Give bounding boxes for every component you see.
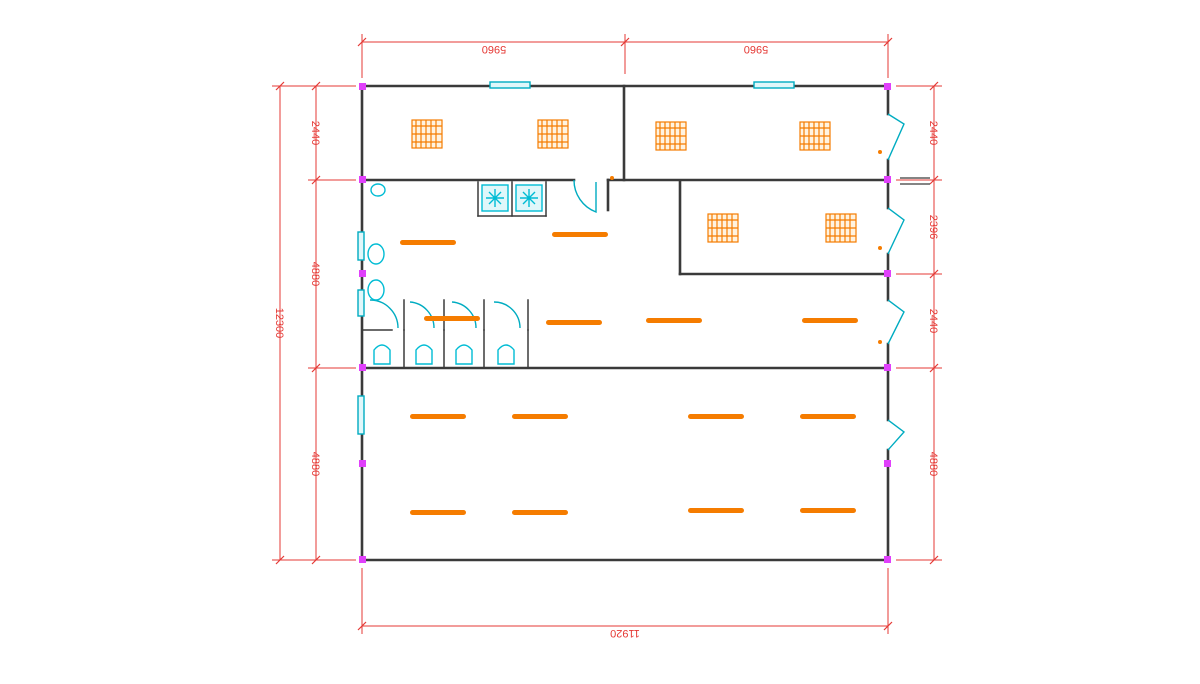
sinks [367,183,386,301]
walls [360,84,890,562]
bunk-bed-icon [707,213,739,243]
ceiling-light-icon [546,320,602,325]
toilet-icon [415,344,433,365]
dimension-ticks [275,37,939,631]
window-icon [357,289,365,317]
door-swing-icon [409,301,435,329]
column-marker-icon [884,556,891,563]
ceiling-light-icon [410,414,466,419]
dimension-lines [272,34,942,634]
toilet-icon [373,344,391,365]
window-icon [489,81,531,89]
dim-bottom-total: 11920 [610,627,640,639]
dim-left-top: 2440 [309,121,321,145]
ac-units [481,184,543,212]
column-marker-icon [884,83,891,90]
ac-unit-icon [515,184,543,212]
ceiling-light-icon [512,414,568,419]
door-swing-icon [887,113,905,161]
ceiling-lights [400,232,858,515]
doors [369,113,906,451]
column-marker-icon [359,270,366,277]
door-swing-icon [493,301,521,329]
dim-right-3: 2440 [927,309,939,333]
dim-right-4: 4880 [927,452,939,476]
switch-markers [610,150,882,344]
toilets [373,344,515,365]
wall-break-ticks [900,177,930,185]
door-swing-icon [451,301,477,329]
toilet-icon [455,344,473,365]
column-markers [359,83,891,563]
bunk-bed-icon [411,119,443,149]
door-swing-icon [887,207,905,255]
column-marker-icon [359,176,366,183]
column-marker-icon [359,460,366,467]
dimension-labels: 5960 5960 11920 12300 2440 4880 4880 244… [273,43,939,639]
dim-top-left: 5960 [482,43,506,55]
door-swing-icon [573,179,597,214]
bunk-beds [411,119,857,243]
dim-right-2: 2396 [927,215,939,239]
door-swing-icon [887,299,905,345]
ceiling-light-icon [552,232,608,237]
door-swing-icon [369,299,399,329]
ceiling-light-icon [688,414,744,419]
sink-icon [370,183,386,197]
bunk-bed-icon [799,121,831,151]
ceiling-light-icon [400,240,456,245]
dim-right-1: 2440 [927,121,939,145]
ceiling-light-icon [800,414,856,419]
bunk-bed-icon [655,121,687,151]
sink-icon [367,279,385,301]
window-icon [357,395,365,435]
dim-left-bottom: 4880 [309,452,321,476]
sink-icon [367,243,385,265]
toilet-icon [497,344,515,365]
column-marker-icon [359,83,366,90]
ceiling-light-icon [802,318,858,323]
ceiling-light-icon [410,510,466,515]
dim-top-right: 5960 [744,43,768,55]
column-marker-icon [359,556,366,563]
windows [357,81,795,435]
ceiling-light-icon [424,316,480,321]
column-marker-icon [884,364,891,371]
ceiling-light-icon [646,318,702,323]
window-icon [357,231,365,261]
ceiling-light-icon [800,508,856,513]
window-icon [753,81,795,89]
dim-left-mid: 4880 [309,262,321,286]
column-marker-icon [884,460,891,467]
column-marker-icon [884,270,891,277]
ac-unit-icon [481,184,509,212]
column-marker-icon [359,364,366,371]
bunk-bed-icon [537,119,569,149]
ceiling-light-icon [688,508,744,513]
door-swing-icon [887,419,906,451]
column-marker-icon [884,176,891,183]
dim-left-total: 12300 [273,308,285,339]
ceiling-light-icon [512,510,568,515]
bunk-bed-icon [825,213,857,243]
